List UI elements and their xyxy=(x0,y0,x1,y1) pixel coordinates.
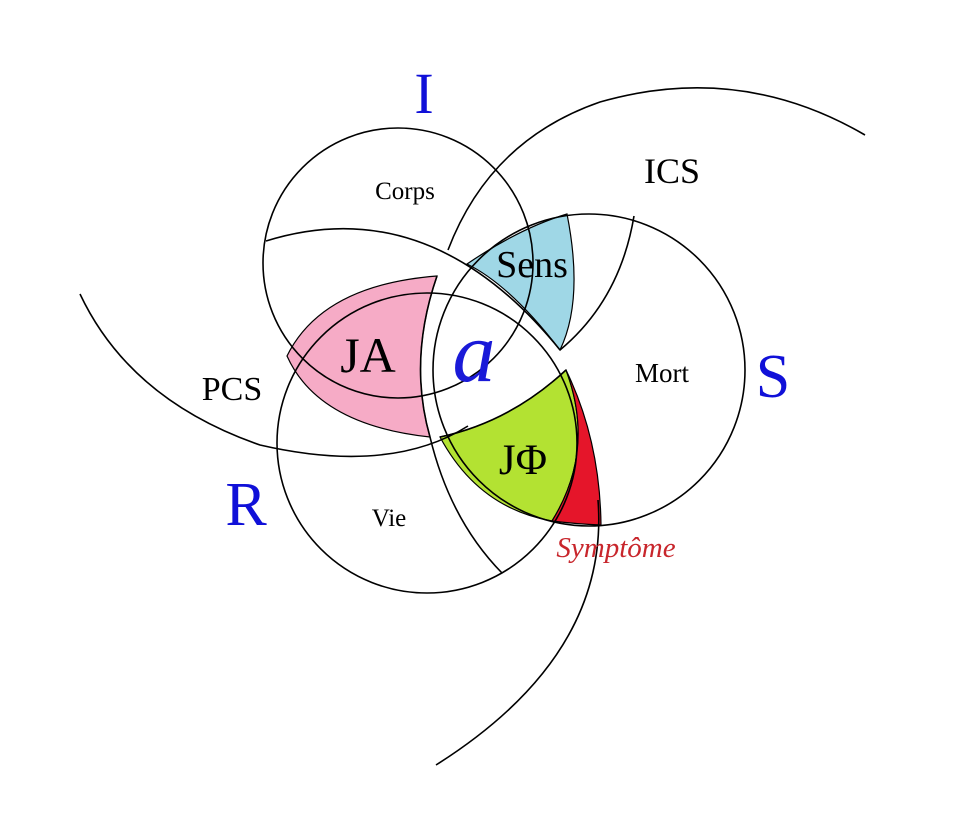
label-mort: Mort xyxy=(635,358,689,388)
corps-boundary-arc xyxy=(265,227,561,351)
ring-label-i: I xyxy=(414,61,433,126)
label-ics: ICS xyxy=(644,151,700,191)
object-a-bottom-arc xyxy=(439,369,567,438)
pcs-arc xyxy=(79,293,469,458)
label-ja: JA xyxy=(340,327,396,383)
label-jphi: JΦ xyxy=(499,437,547,484)
label-vie: Vie xyxy=(372,505,407,532)
symptome-region xyxy=(550,369,602,526)
label-sens: Sens xyxy=(496,244,568,286)
ring-i-circle xyxy=(262,127,534,399)
label-object-a: a xyxy=(453,304,496,400)
ring-s-circle xyxy=(432,213,746,527)
real-tail-arc xyxy=(435,499,600,766)
sens-region xyxy=(465,213,575,352)
ring-label-s: S xyxy=(756,343,790,411)
ring-r-circle xyxy=(276,292,578,594)
object-a-left-arc xyxy=(419,275,503,574)
ring-label-r: R xyxy=(225,471,267,539)
label-symptome: Symptôme xyxy=(556,532,675,564)
mort-boundary-arc xyxy=(559,215,635,351)
label-corps: Corps xyxy=(375,178,435,205)
label-pcs: PCS xyxy=(202,371,263,408)
ics-arc xyxy=(447,87,866,251)
